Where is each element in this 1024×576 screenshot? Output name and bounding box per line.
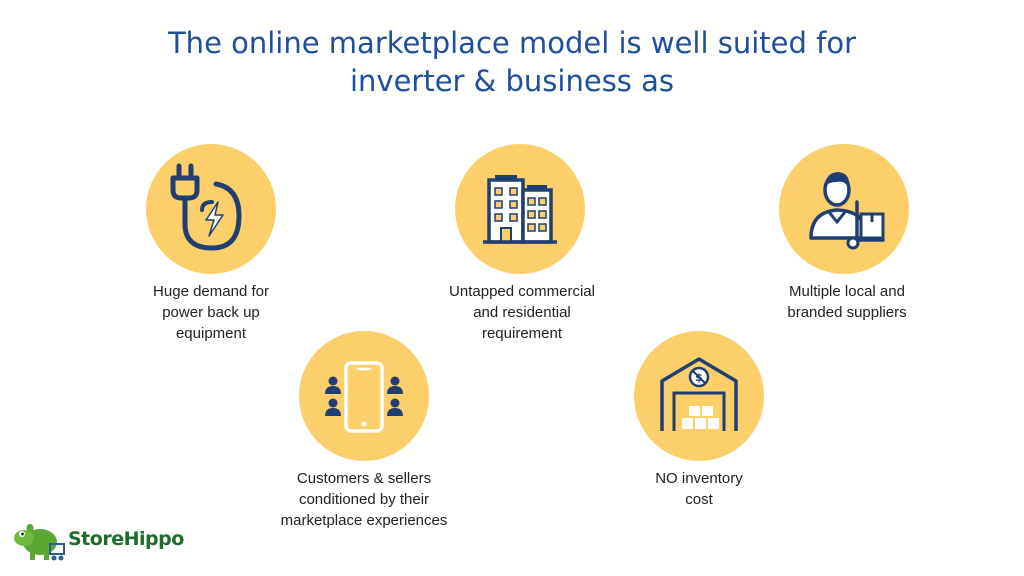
power-demand-circle [146, 144, 276, 274]
marketplace-experience-caption: Customers & sellers conditioned by their… [280, 470, 448, 529]
suppliers-circle [779, 144, 909, 274]
buildings-icon [483, 175, 557, 244]
smartphone-users-icon [325, 361, 403, 433]
suppliers-caption: Multiple local and branded suppliers [787, 283, 907, 321]
page-title: The online marketplace model is well sui… [167, 26, 857, 98]
no-inventory-circle: $ [634, 331, 764, 461]
warehouse-no-cost-icon: $ [660, 357, 738, 431]
hippo-mascot-icon [14, 524, 65, 561]
buildings-circle [455, 144, 585, 274]
untapped-requirement-caption: Untapped commercial and residential requ… [449, 283, 595, 342]
marketplace-experience-circle [299, 331, 429, 461]
storehippo-logo: StoreHippo [10, 518, 190, 566]
power-plug-icon [170, 163, 242, 251]
supplier-delivery-icon [809, 172, 885, 250]
no-inventory-caption: NO inventory cost [655, 470, 743, 508]
power-demand-caption: Huge demand for power back up equipment [153, 283, 269, 342]
logo-text: StoreHippo [68, 528, 184, 550]
